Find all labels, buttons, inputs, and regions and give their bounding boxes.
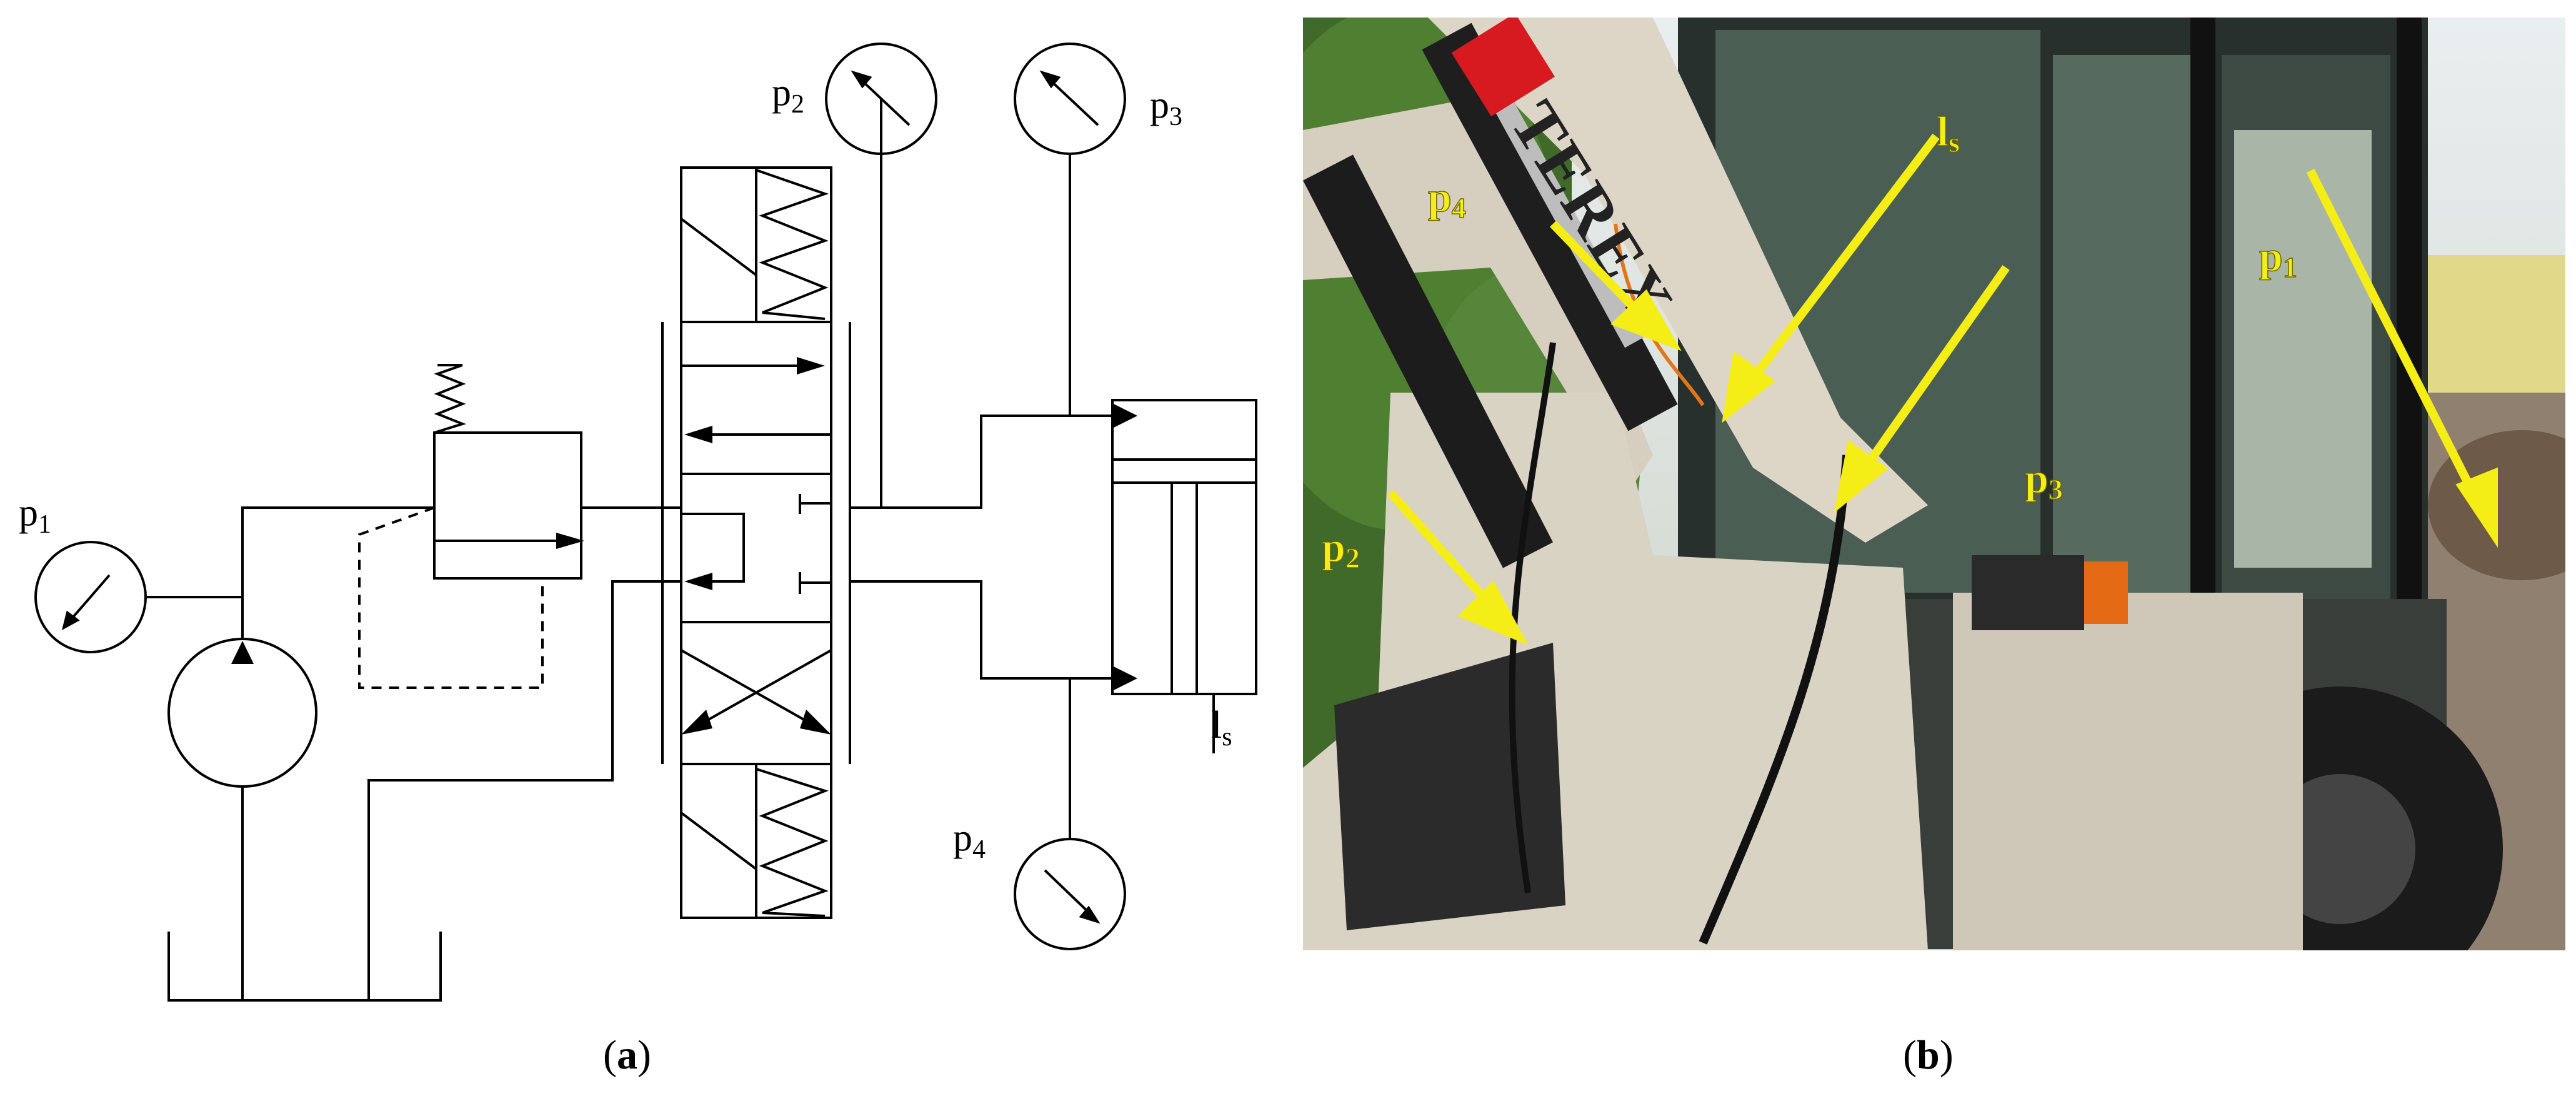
pilot-line (358, 506, 544, 689)
label-p2: p2 (772, 71, 804, 119)
photo-svg: TEREX p4 p2 p3 ls p1 (1303, 18, 2565, 950)
label-p3: p3 (1150, 84, 1182, 131)
arrow-p3 (1834, 440, 1889, 513)
hydraulic-schematic: p1 p2 p3 p4 ls (0, 0, 1262, 1013)
photo-label-p4: p4 (1428, 173, 1466, 224)
pressure-line (241, 506, 434, 639)
schematic-svg: p1 p2 p3 p4 ls (19, 43, 1257, 1002)
caption-b: (b) (1903, 1032, 1954, 1078)
caption-a: (a) (603, 1032, 651, 1078)
relief-valve (433, 431, 582, 580)
photo-label-p2: p2 (1322, 523, 1360, 574)
label-p1: p1 (19, 491, 51, 539)
machine-photo: TEREX p4 p2 p3 ls p1 (1303, 18, 2565, 950)
boom (1428, 18, 1928, 543)
photo-label-p1: p1 (2259, 233, 2297, 283)
arrow-p2 (1457, 580, 1529, 645)
gauge-p2 (825, 43, 937, 155)
arrow-p4 (1610, 289, 1682, 351)
photo-label-ls: ls (1937, 108, 1960, 158)
gauge-p1 (34, 541, 147, 653)
label-ls: ls (1211, 704, 1232, 752)
tank-symbol (167, 932, 442, 1002)
photo-label-p3: p3 (2025, 455, 2063, 505)
arrow-ls (1722, 351, 1775, 423)
hydraulic-cylinder (1111, 399, 1257, 753)
label-p4: p4 (953, 817, 986, 864)
directional-valve (661, 166, 851, 919)
arrow-p1 (2455, 467, 2498, 548)
return-line (367, 580, 681, 1000)
